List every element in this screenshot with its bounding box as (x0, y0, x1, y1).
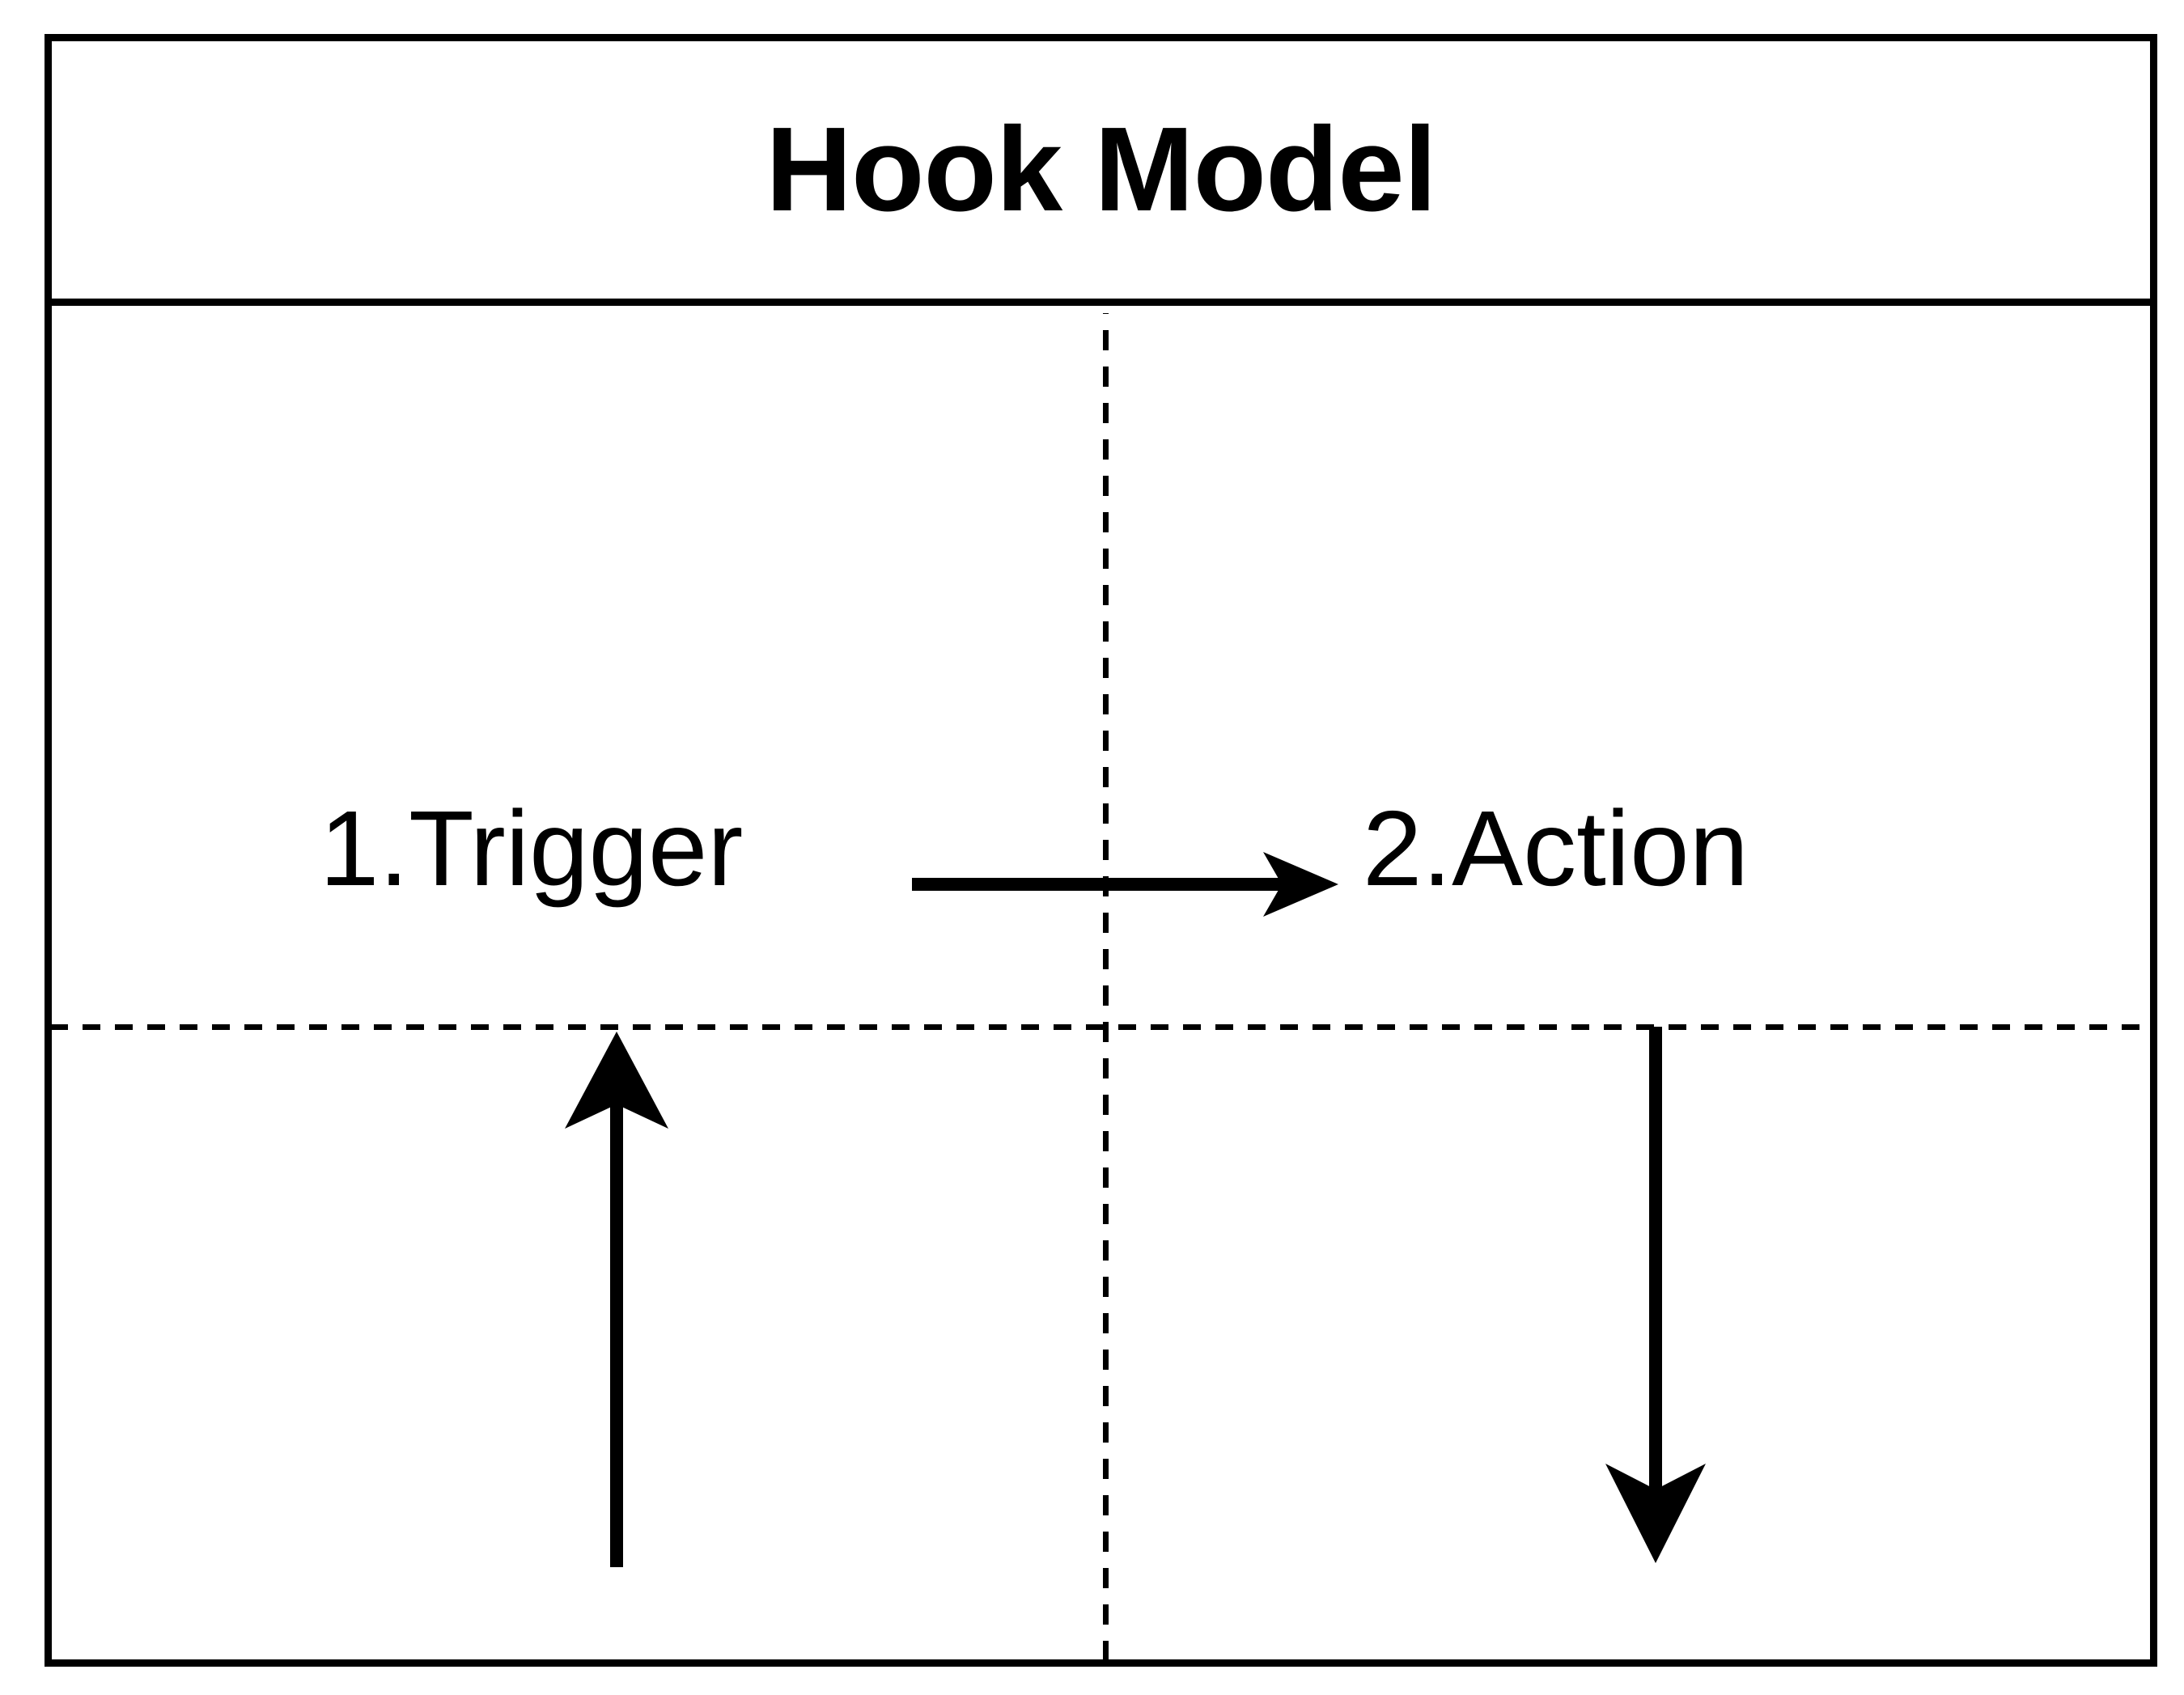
page-title: Hook Model (765, 103, 1437, 236)
node-label-action: 2.Action (1363, 789, 1749, 908)
arrow-down-icon (1605, 1027, 1706, 1563)
diagram-title-band: Hook Model (52, 41, 2150, 306)
node-label-reward: 3.Reward (1337, 1654, 1794, 1660)
quadrant-matrix: 1.Trigger 2.Action 3.Reward 4.Investment (52, 313, 2150, 1659)
arrow-right-icon (912, 852, 1338, 917)
node-label-investment: 4.Investment (159, 1654, 771, 1660)
hook-model-diagram: Hook Model 1.Trigger 2.Action 3.Reward 4… (45, 34, 2157, 1667)
horizontal-dashed-divider (52, 1024, 2150, 1030)
vertical-dashed-divider (1103, 313, 1109, 1659)
arrow-left-icon (974, 1656, 1330, 1659)
arrow-up-icon (565, 1032, 668, 1567)
node-label-trigger: 1.Trigger (320, 789, 744, 908)
